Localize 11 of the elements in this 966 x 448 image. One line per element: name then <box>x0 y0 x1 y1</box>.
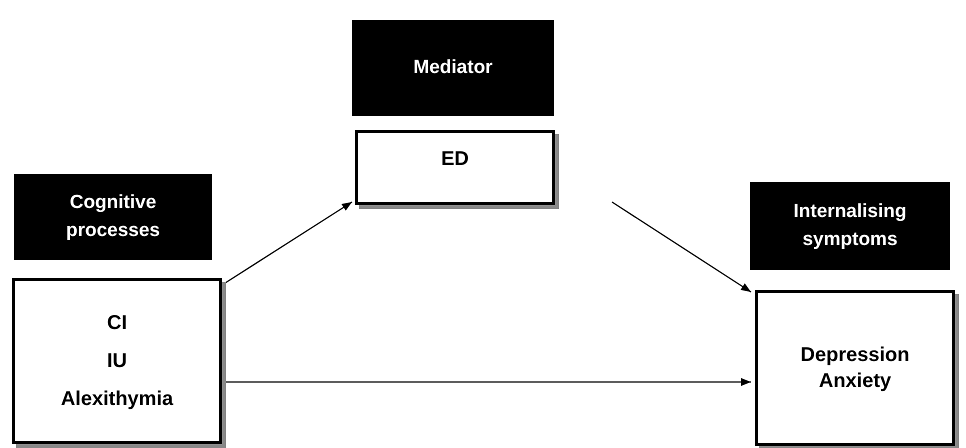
variable-label: Anxiety <box>818 369 892 393</box>
variable-label: Alexithymia <box>60 387 174 411</box>
variable-label: ED <box>441 147 469 171</box>
arrow <box>224 378 751 386</box>
arrow <box>612 201 752 293</box>
variable-label: CI <box>107 311 127 335</box>
variable-label: Depression <box>800 343 910 367</box>
header-box: Mediator <box>352 20 554 116</box>
header-box: Internalising symptoms <box>750 182 950 270</box>
variable-label: IU <box>107 349 127 373</box>
header-box: Cognitive processes <box>14 174 212 260</box>
